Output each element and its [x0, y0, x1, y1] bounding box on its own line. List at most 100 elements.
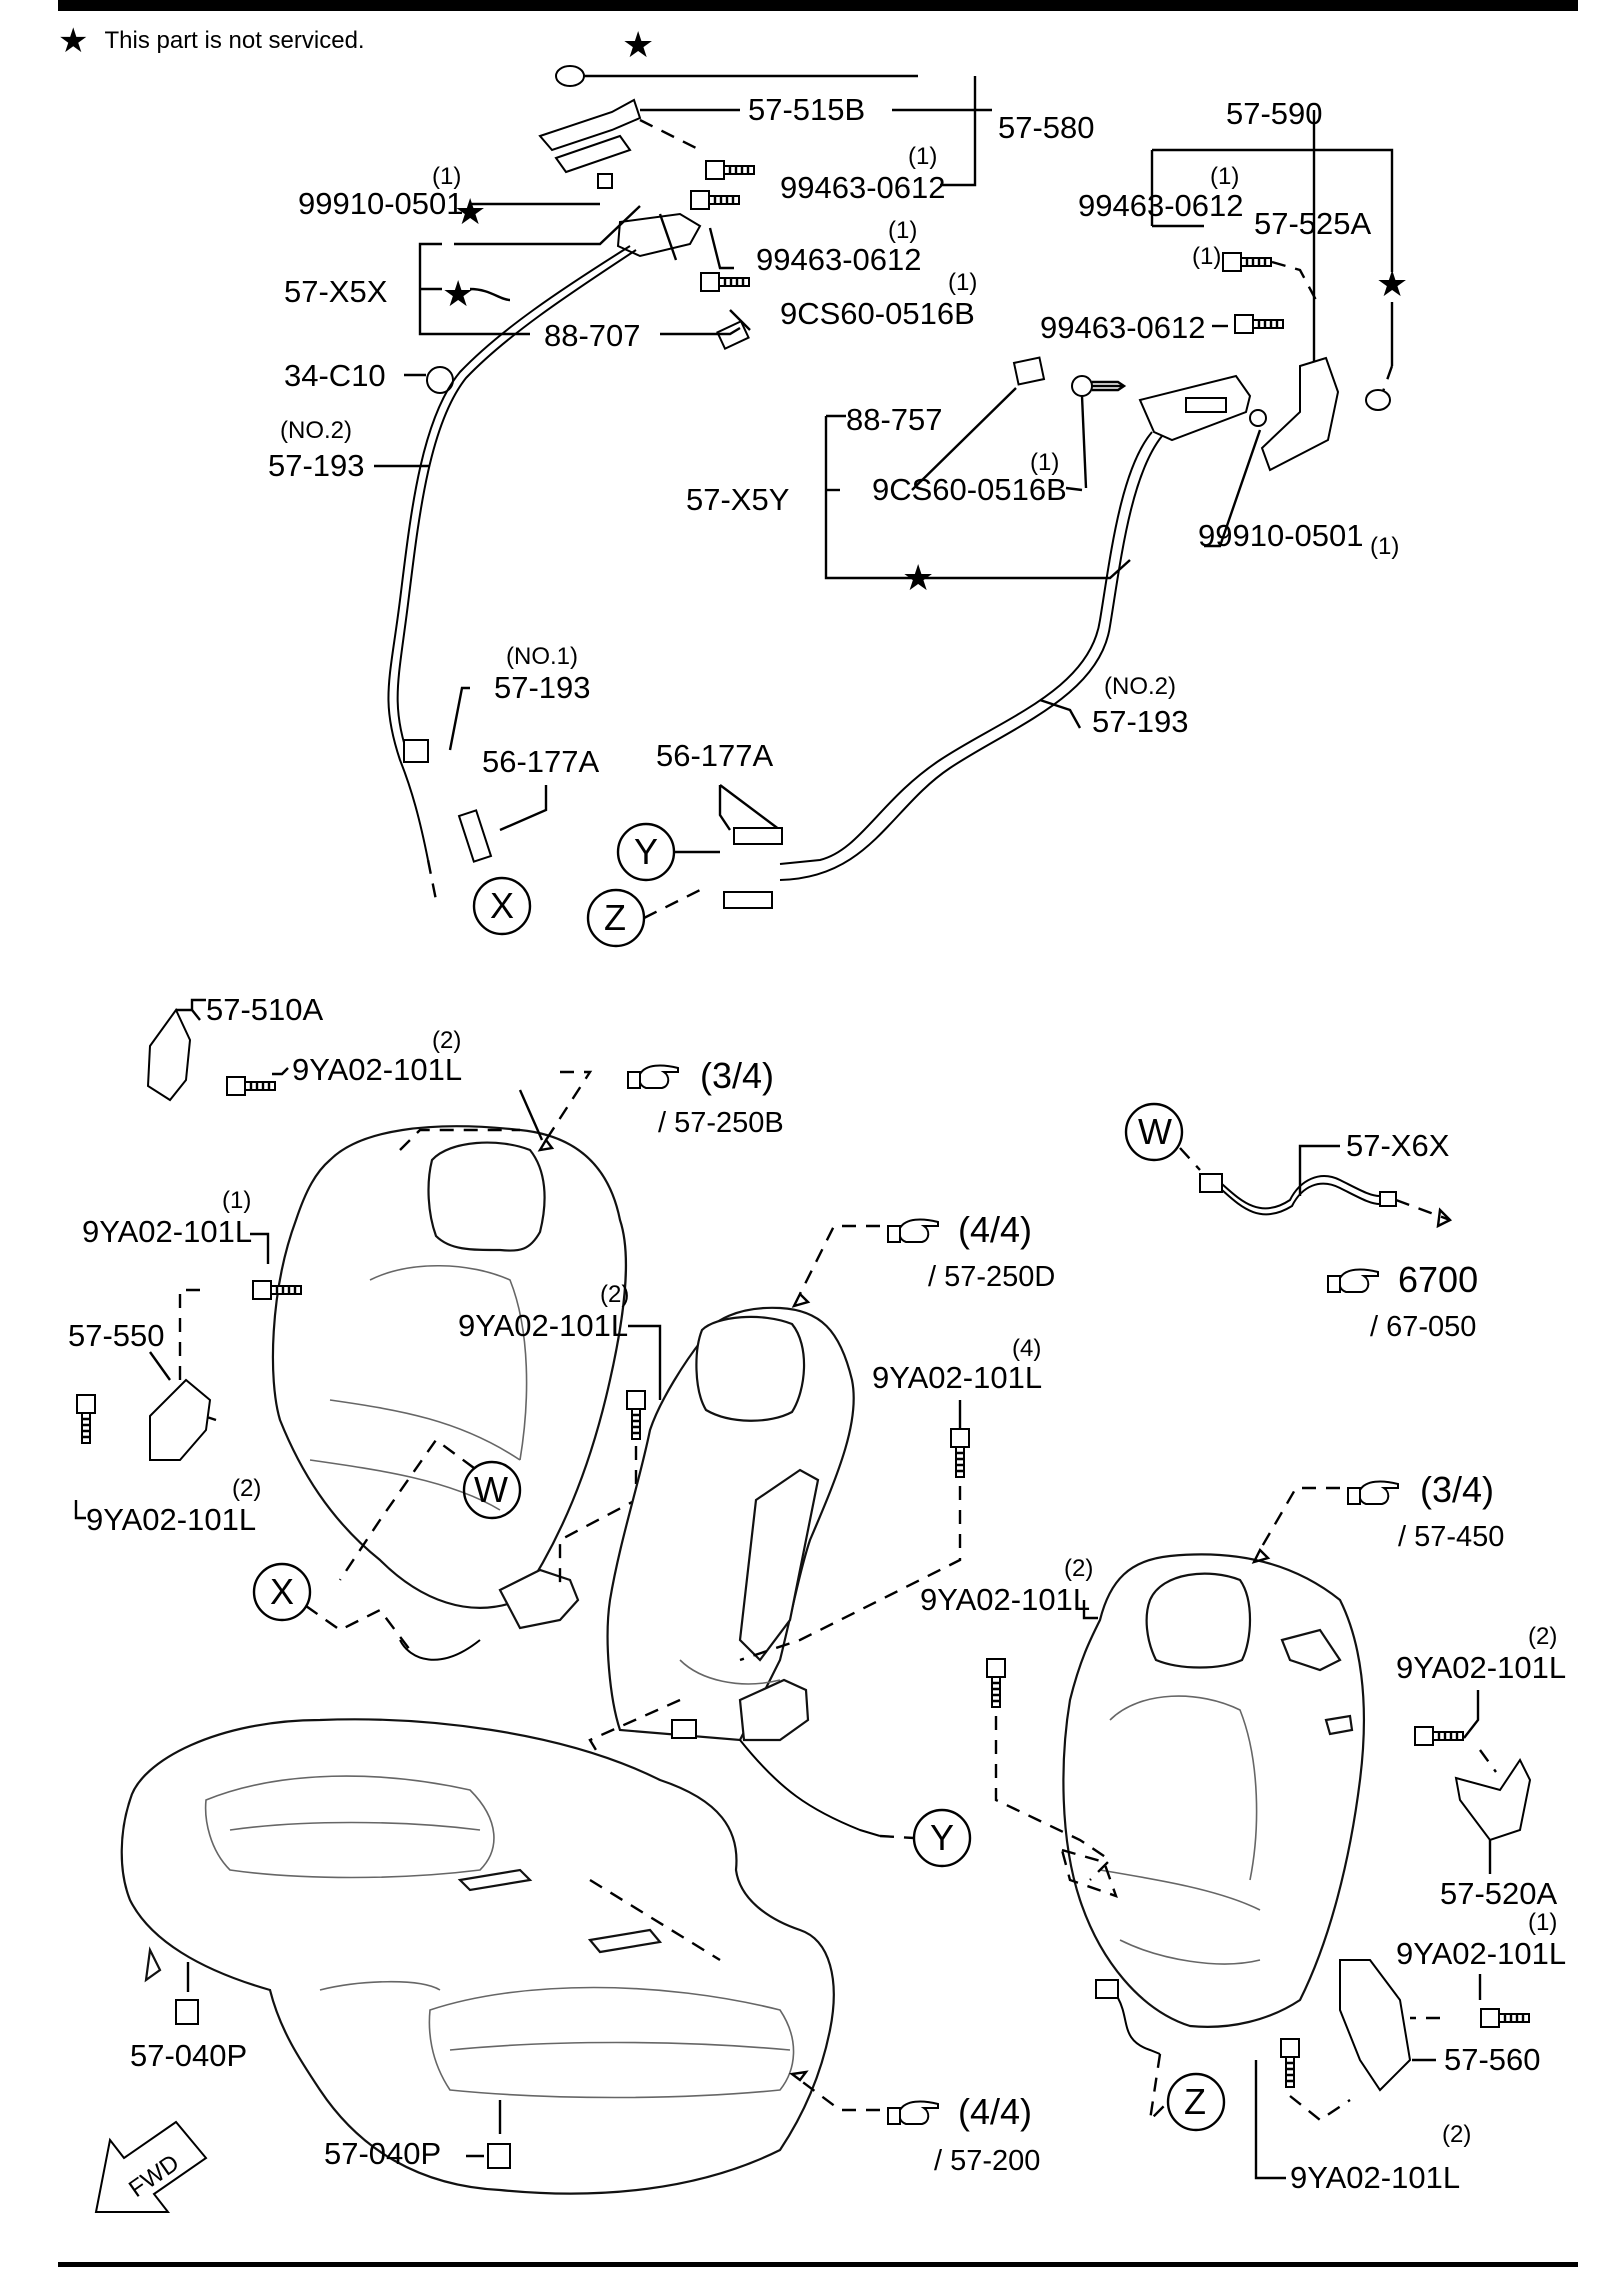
svg-text:W: W	[1138, 1111, 1172, 1152]
quantity-label: (1)	[888, 217, 917, 244]
quantity-label: (4)	[1012, 1335, 1041, 1362]
reference-57-250D: (4/4) / 57-250D	[791, 1209, 1055, 1308]
quantity-label: (1)	[1210, 163, 1239, 190]
part-number-label: 57-X6X	[1346, 1128, 1450, 1163]
quantity-label: (1)	[1370, 533, 1399, 560]
part-number-label: 57-515B	[748, 92, 865, 127]
bolt-icon	[1221, 251, 1273, 273]
part-number-label: 57-193	[494, 670, 591, 705]
svg-text:X: X	[490, 885, 514, 926]
harness-57-X6X: W	[1124, 1102, 1453, 1229]
bolt-icon	[689, 189, 741, 211]
svg-text:(3/4): (3/4)	[1420, 1469, 1494, 1510]
connector-x: X	[472, 876, 532, 936]
connector-z: Z	[586, 888, 646, 948]
striker-56-177A	[723, 891, 773, 909]
quantity-label: (1)	[1528, 1909, 1557, 1936]
svg-text:(4/4): (4/4)	[958, 1209, 1032, 1250]
part-number-label: 9YA02-101L	[82, 1214, 252, 1249]
part-number-label: 9YA02-101L	[1290, 2160, 1460, 2195]
bolt-icon	[75, 1393, 97, 1445]
quantity-label: (2)	[1064, 1555, 1093, 1582]
svg-text:Y: Y	[930, 1817, 954, 1858]
part-number-label: 88-757	[846, 402, 943, 437]
part-number-label: 9YA02-101L	[1396, 1650, 1566, 1685]
latch-handle-88-707	[616, 212, 702, 258]
nut-icon	[1249, 409, 1267, 427]
quantity-label: (1)	[1192, 243, 1221, 270]
quantity-label: (2)	[232, 1475, 261, 1502]
quantity-label: (NO.1)	[506, 643, 578, 670]
quantity-label: (1)	[908, 143, 937, 170]
star-icon: ★	[58, 22, 89, 60]
part-number-label: 57-040P	[130, 2038, 247, 2073]
star-icon: ★	[442, 273, 474, 314]
connector-w-seat: W	[462, 1460, 522, 1520]
connector-y-seat: Y	[912, 1808, 972, 1868]
striker-56-177A	[733, 827, 783, 845]
connector-y: Y	[616, 822, 676, 882]
svg-text:W: W	[474, 1469, 508, 1510]
pointing-hand-icon	[887, 1218, 939, 1243]
star-icon: ★	[454, 191, 486, 232]
part-number-label: 57-550	[68, 1318, 165, 1353]
part-number-label: 99463-0612	[1040, 310, 1206, 345]
quantity-label: (NO.2)	[280, 417, 352, 444]
part-number-label: 57-X5Y	[686, 482, 789, 517]
screw-icon	[1071, 375, 1093, 397]
svg-text:/ 57-250D: / 57-250D	[928, 1261, 1055, 1293]
bolt-icon	[949, 1427, 971, 1479]
part-number-label: 99463-0612	[780, 170, 946, 205]
clip-57-040P	[487, 2143, 511, 2169]
svg-text:/ 57-200: / 57-200	[934, 2145, 1040, 2177]
part-number-label: 57-590	[1226, 96, 1323, 131]
star-icon: ★	[622, 24, 654, 65]
quantity-label: (1)	[432, 163, 461, 190]
svg-text:X: X	[270, 1571, 294, 1612]
part-number-label: 57-520A	[1440, 1876, 1558, 1911]
latch-cover-57-515B	[538, 98, 642, 152]
part-number-label: 56-177A	[656, 738, 774, 773]
part-number-label: 9YA02-101L	[292, 1052, 462, 1087]
hinge-57-520A	[1454, 1758, 1532, 1842]
part-number-label: 34-C10	[284, 358, 386, 393]
svg-text:(3/4): (3/4)	[700, 1055, 774, 1096]
part-number-label: 99463-0612	[1078, 188, 1244, 223]
part-number-label: 57-193	[268, 448, 365, 483]
latch-assembly-right	[779, 110, 1394, 881]
part-number-label: 99463-0612	[756, 242, 922, 277]
bolt-icon	[699, 271, 751, 293]
connector-z-seat: Z	[1166, 2072, 1226, 2132]
reference-57-450: (3/4) / 57-450	[1251, 1469, 1504, 1564]
svg-text:/ 57-450: / 57-450	[1398, 1521, 1504, 1553]
bracket-57-525A	[1260, 356, 1340, 472]
hinge-57-560	[1339, 1959, 1412, 2092]
reference-57-250B: (3/4) / 57-250B	[537, 1055, 784, 1152]
part-number-label: 9YA02-101L	[86, 1502, 256, 1537]
quantity-label: (2)	[432, 1027, 461, 1054]
bolt-icon	[1279, 2037, 1301, 2089]
svg-text:(4/4): (4/4)	[958, 2091, 1032, 2132]
part-number-label: 57-193	[1092, 704, 1189, 739]
fwd-arrow-icon: FWD	[94, 2120, 208, 2213]
star-icon: ★	[1376, 263, 1408, 304]
bottom-border	[58, 2262, 1578, 2267]
pointing-hand-icon	[887, 2100, 939, 2125]
part-number-label: 56-177A	[482, 744, 600, 779]
part-number-label: 57-525A	[1254, 206, 1372, 241]
bolt-icon	[704, 159, 756, 181]
bolt-icon	[625, 1389, 647, 1441]
bolt-icon	[1233, 313, 1285, 335]
connector-x-seat: X	[252, 1562, 312, 1622]
striker-56-177A	[457, 809, 493, 863]
part-number-label: 99910-0501	[298, 186, 464, 221]
seat-cushion	[120, 1718, 835, 2195]
top-border	[58, 0, 1578, 11]
leaders-top-left	[374, 74, 992, 832]
star-icon: ★	[902, 557, 934, 598]
bolt-icon	[1479, 2007, 1531, 2029]
part-number-label: 57-040P	[324, 2136, 441, 2171]
seat-back-left	[271, 1089, 628, 1630]
